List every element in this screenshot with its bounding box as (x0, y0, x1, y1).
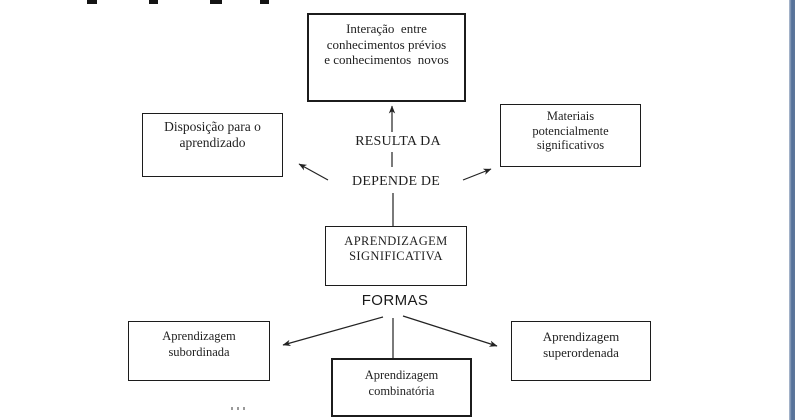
clipped-text-fragment (210, 0, 222, 4)
label-depende-de: DEPENDE DE (352, 174, 440, 189)
node-interacao-line: Interação entre (346, 21, 427, 36)
node-interacao-box[interactable]: Interação entre conhecimentos prévios e … (307, 13, 466, 102)
node-materiais-line: potencialmente (532, 123, 609, 138)
node-disposicao-box[interactable]: Disposição para o aprendizado (142, 113, 283, 177)
node-central-line: APRENDIZAGEM (344, 234, 448, 248)
connector-depende-to-materiais[interactable] (462, 168, 492, 181)
node-combinatoria-line: Aprendizagem (364, 368, 439, 382)
label-resulta-da: RESULTA DA (355, 134, 441, 149)
clipped-text-fragment (149, 0, 158, 4)
clipped-text-fragment (87, 0, 97, 4)
label-formas: FORMAS (361, 292, 429, 309)
node-combinatoria-box[interactable]: Aprendizagem combinatória (331, 358, 472, 417)
node-superordenada-line: Aprendizagem (542, 329, 620, 344)
node-interacao-line: e conhecimentos novos (324, 52, 449, 67)
node-disposicao-line: Disposição para o (164, 119, 261, 134)
connector-formas-to-superordenada[interactable] (402, 315, 498, 347)
connector-depende-to-disposicao[interactable] (298, 163, 329, 181)
node-disposicao-line: aprendizado (179, 135, 246, 150)
node-superordenada-line: superordenada (543, 344, 619, 360)
node-interacao-line: conhecimentos prévios (326, 36, 447, 52)
node-aprendizagem-significativa-box[interactable]: APRENDIZAGEM SIGNIFICATIVA (325, 226, 467, 286)
clipped-text-fragment (260, 0, 269, 4)
node-subordinada-box[interactable]: Aprendizagem subordinada (128, 321, 270, 381)
node-subordinada-line: subordinada (168, 344, 230, 359)
node-combinatoria-line: combinatória (368, 383, 435, 398)
node-central-line: SIGNIFICATIVA (349, 249, 443, 263)
node-superordenada-box[interactable]: Aprendizagem superordenada (511, 321, 651, 381)
page-edge-strip (789, 0, 795, 420)
connector-formas-to-subordinada[interactable] (282, 316, 384, 347)
node-materiais-line: Materiais (546, 109, 595, 123)
node-materiais-box[interactable]: Materiais potencialmente significativos (500, 104, 641, 167)
node-materiais-line: significativos (536, 138, 605, 152)
clipped-text-fragment (231, 407, 245, 410)
node-subordinada-line: Aprendizagem (162, 329, 236, 343)
